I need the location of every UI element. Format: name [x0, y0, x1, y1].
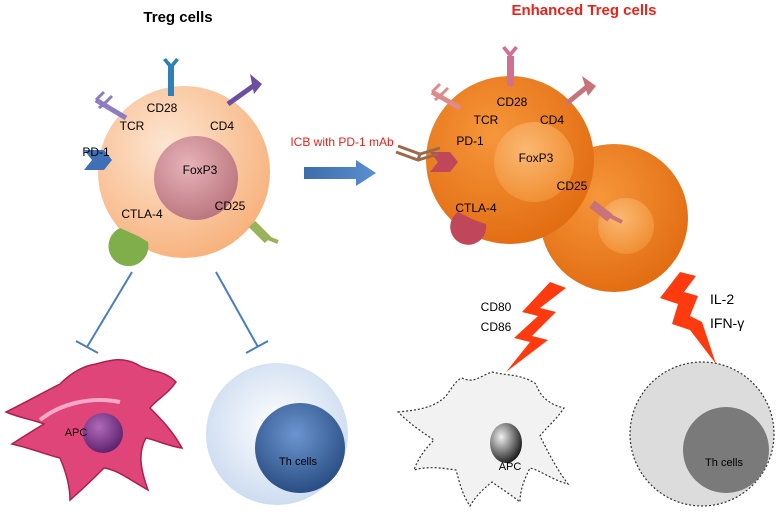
- cd4-label: CD4: [210, 119, 234, 133]
- cd25-receptor-icon: [248, 220, 279, 244]
- pd1-label: PD-1: [82, 145, 110, 159]
- signal-cd80-label: CD80: [481, 300, 512, 314]
- th-cell-right: Th cells: [629, 361, 775, 507]
- ctla4-receptor-icon: [108, 228, 149, 267]
- enhanced-treg-nucleus-front: [494, 122, 574, 202]
- treatment-label: ICB with PD-1 mAb: [290, 135, 394, 149]
- enhanced-cd4-label: CD4: [540, 113, 564, 127]
- th-right-label: Th cells: [705, 457, 743, 469]
- right-panel-title: Enhanced Treg cells: [511, 2, 656, 19]
- ctla4-label: CTLA-4: [121, 207, 163, 221]
- treatment: ICB with PD-1 mAb: [290, 135, 394, 186]
- apc-right-label: APC: [499, 461, 522, 473]
- left-panel: Treg cells FoxP3 CD28 TCR: [4, 9, 348, 505]
- cd4-receptor-icon: [226, 74, 262, 107]
- apc-left-label: APC: [65, 427, 88, 439]
- lightning-to-apc-icon: [506, 282, 566, 372]
- th-right-nucleus: [683, 407, 769, 493]
- enhanced-ctla4-label: CTLA-4: [455, 201, 497, 215]
- pd1-antibody-icon: [395, 144, 441, 162]
- enhanced-treg-cell: FoxP3 CD28 TCR CD4: [395, 46, 688, 292]
- pd1-receptor-icon: [84, 150, 112, 170]
- treg-nucleus-label: FoxP3: [183, 163, 218, 177]
- lightning-to-th-icon: [660, 272, 716, 364]
- tcr-receptor-icon: [94, 90, 128, 121]
- right-panel: Enhanced Treg cells FoxP3 CD28 TCR: [395, 2, 775, 508]
- th-left-nucleus: [255, 403, 345, 493]
- left-panel-title: Treg cells: [143, 9, 212, 26]
- enhanced-tcr-receptor-icon: [430, 82, 462, 111]
- signal-cd86-label: CD86: [481, 320, 512, 334]
- th-cell-left: Th cells: [206, 363, 348, 505]
- tcr-label: TCR: [120, 119, 145, 133]
- enhanced-pd1-label: PD-1: [456, 134, 484, 148]
- cd25-label: CD25: [215, 199, 246, 213]
- inhibit-line-to-apc: [75, 271, 133, 354]
- enhanced-tcr-label: TCR: [474, 113, 499, 127]
- signal-il2-label: IL-2: [710, 291, 734, 307]
- enhanced-cd25-receptor-icon: [589, 200, 623, 224]
- apc-left-nucleus: [83, 413, 123, 453]
- treatment-arrow: [304, 160, 376, 186]
- th-left-label: Th cells: [279, 456, 317, 468]
- apc-cell-left: APC: [4, 359, 184, 502]
- enhanced-pd1-receptor-icon: [430, 152, 458, 172]
- cd28-label: CD28: [147, 101, 178, 115]
- cd28-receptor-icon: [163, 58, 179, 96]
- enhanced-treg-nucleus-back: [598, 198, 654, 254]
- enhanced-cd4-receptor-icon: [564, 76, 596, 106]
- inhibit-line-to-th: [215, 271, 269, 354]
- enhanced-cd25-label: CD25: [557, 179, 588, 193]
- treg-cell: FoxP3 CD28 TCR CD4: [82, 58, 279, 267]
- enhanced-cd28-receptor-icon: [502, 46, 518, 86]
- enhanced-ctla4-receptor-icon: [450, 212, 487, 245]
- treg-nucleus: [154, 136, 238, 220]
- apc-cell-right: APC: [396, 371, 570, 508]
- apc-right-nucleus: [490, 423, 522, 463]
- enhanced-nucleus-label: FoxP3: [519, 151, 554, 165]
- enhanced-cd28-label: CD28: [497, 95, 528, 109]
- signal-ifng-label: IFN-γ: [710, 315, 744, 331]
